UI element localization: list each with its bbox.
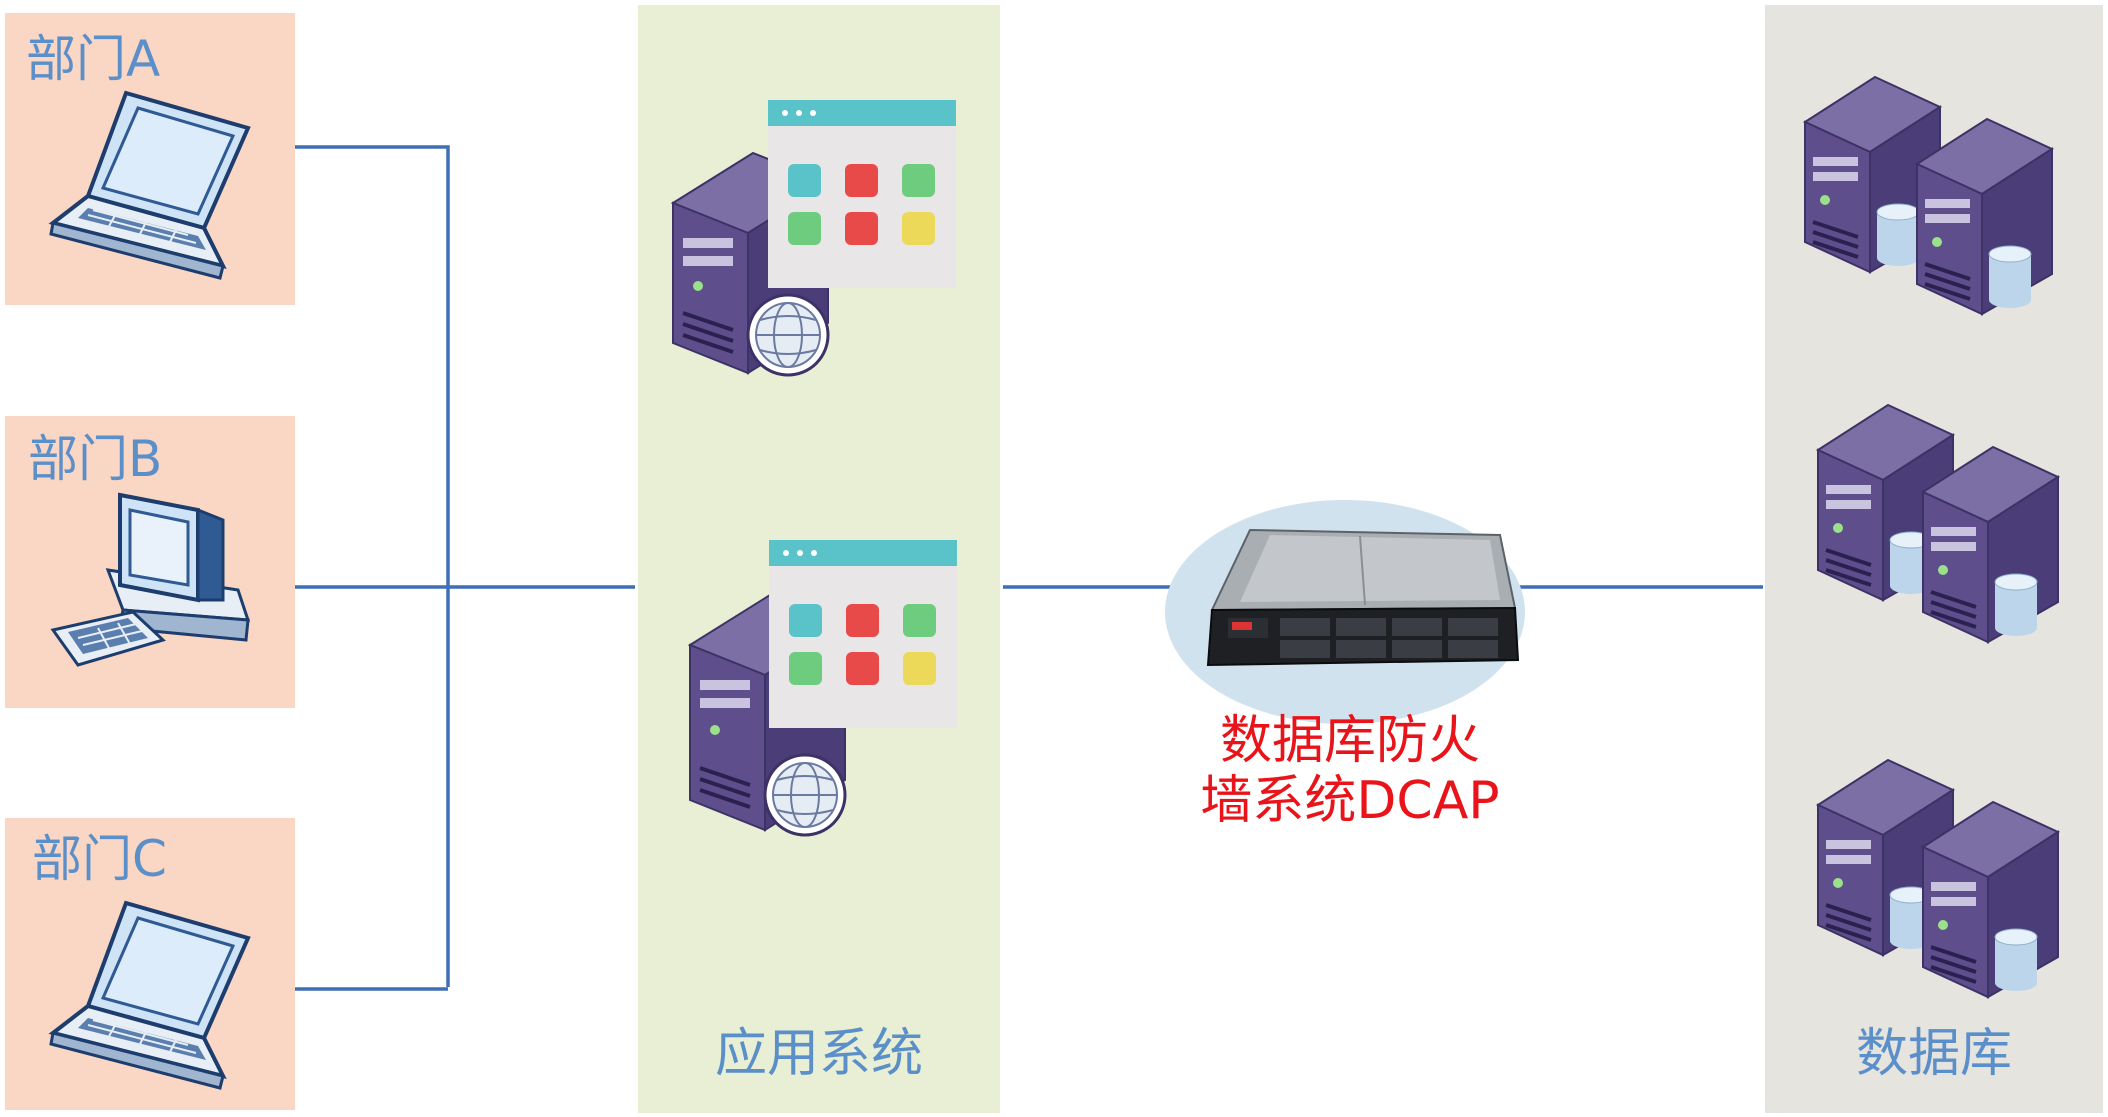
globe-icon: [746, 293, 830, 377]
database-server-icon: [1815, 403, 2061, 644]
firewall-label: 数据库防火 墙系统DCAP: [1170, 711, 1530, 832]
app-system-label: 应用系统: [714, 1024, 923, 1084]
department-a-label: 部门A: [26, 30, 161, 88]
laptop-icon: [48, 900, 251, 1090]
app-server-icon: [687, 540, 957, 837]
firewall-appliance-icon: [1165, 500, 1525, 724]
desktop-computer-icon: [50, 492, 251, 667]
department-c-label: 部门C: [32, 830, 167, 888]
department-b-label: 部门B: [28, 430, 163, 488]
app-server-icon: [670, 100, 956, 377]
link-dept-a: [295, 145, 450, 987]
database-server-icon: [1802, 75, 2055, 316]
database-label: 数据库: [1855, 1024, 2012, 1084]
database-server-icon: [1815, 758, 2061, 999]
laptop-icon: [48, 90, 251, 280]
globe-icon: [763, 753, 847, 837]
firewall-label-line1: 数据库防火: [1219, 711, 1480, 771]
firewall-label-line2: 墙系统DCAP: [1200, 770, 1500, 831]
